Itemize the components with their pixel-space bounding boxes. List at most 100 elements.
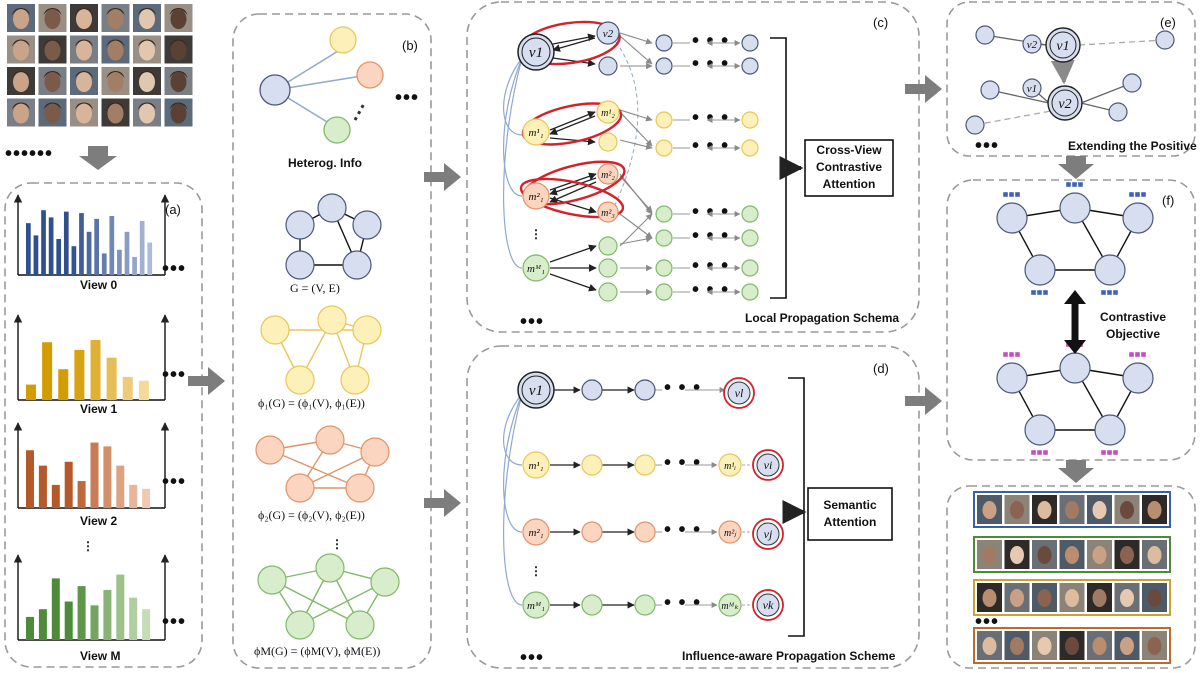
face-shape — [44, 103, 61, 124]
face-shape — [1037, 637, 1052, 655]
chain-node — [634, 379, 656, 401]
face-shape — [76, 40, 92, 61]
phi2-node — [360, 437, 390, 467]
histogram-bar — [147, 242, 153, 275]
chain-node — [655, 57, 673, 75]
histogram-bar — [26, 616, 34, 640]
embedding-tag — [1128, 351, 1135, 358]
vl-label: vl — [735, 386, 744, 400]
m11-node — [522, 451, 550, 479]
arrow-faces-to-a — [79, 146, 117, 170]
face-shape — [1120, 637, 1134, 655]
histogram-bar — [77, 586, 86, 640]
edge — [552, 33, 596, 45]
embedding-tag — [1008, 191, 1015, 198]
m2j-label: m²ⱼ — [724, 528, 737, 539]
edge — [549, 244, 597, 263]
face-shape — [982, 637, 997, 655]
hair-shape — [106, 102, 125, 110]
panel-a-label: (a) — [165, 202, 181, 217]
embedding-tag — [1030, 289, 1037, 296]
chain-ellipsis: • • • — [692, 30, 729, 52]
histogram-bar — [71, 246, 77, 275]
neighbor-node — [980, 80, 1000, 100]
phi2-edge — [269, 449, 361, 489]
histogram-bar — [63, 211, 69, 275]
phi1-label: ϕ₁(G) = (ϕ₁(V), ϕ₁(E)) — [258, 396, 365, 410]
face-shape — [1010, 637, 1024, 655]
hair-shape — [12, 102, 30, 110]
edge — [619, 213, 653, 247]
histogram-bar — [132, 257, 137, 275]
m23-node — [597, 201, 619, 223]
chain-ellipsis: • • • — [692, 255, 729, 277]
edge — [619, 213, 653, 239]
embedding-tag — [1100, 449, 1107, 456]
face-shape — [76, 103, 92, 124]
view-graphs — [255, 193, 400, 640]
hair-shape — [169, 39, 188, 47]
chain-ellipsis: • • • — [692, 53, 729, 75]
g-label: G = (V, E) — [290, 281, 340, 295]
phim-label: ϕM(G) = (ϕM(V), ϕM(E)) — [254, 644, 380, 658]
graph-node — [1094, 414, 1126, 446]
face-thumbnail-grid — [7, 4, 193, 127]
phim-edge — [299, 581, 386, 626]
embedding-tag — [1002, 351, 1009, 358]
faces-ellipsis: •••••• — [5, 143, 53, 165]
meta-edge — [502, 393, 523, 533]
chain-end-node — [741, 111, 759, 129]
histogram-bar — [124, 231, 130, 275]
chain-end-node — [741, 205, 759, 223]
meta-edge — [503, 393, 523, 606]
edge — [549, 137, 596, 146]
face-shape — [1120, 501, 1134, 519]
arrow-b-to-d — [424, 489, 461, 517]
panel-b-label: (b) — [402, 38, 418, 53]
histogram-bar — [64, 461, 73, 508]
heterog-info-label: Heterog. Info — [288, 156, 362, 170]
view-2-ellipsis: ••• — [162, 471, 186, 493]
v1-label: v1 — [529, 383, 543, 399]
contrastive-line2: Objective — [1106, 327, 1160, 341]
hair-shape — [138, 71, 156, 78]
v1-node — [517, 371, 555, 409]
face-shape — [1010, 501, 1024, 519]
face-shape — [982, 546, 997, 564]
m21-node — [522, 518, 550, 546]
panel-c-border — [466, 1, 920, 333]
phim-node — [345, 610, 375, 640]
histogram-bar — [142, 488, 151, 508]
dashed-edge — [1078, 39, 1166, 46]
phi2-node — [345, 473, 375, 503]
hair-shape — [43, 102, 62, 110]
cross-view-line1: Cross-View — [816, 143, 882, 157]
arrow-a-to-b — [188, 367, 225, 395]
chain-ellipsis: • • • — [692, 279, 729, 301]
m21-node — [596, 100, 620, 124]
face-shape — [44, 72, 61, 92]
contrastive-arrowhead-up — [1064, 290, 1086, 304]
embedding-tag — [1042, 289, 1049, 296]
face-shape — [1092, 637, 1107, 655]
hair-shape — [106, 8, 125, 15]
face-shape — [982, 501, 997, 519]
face-shape — [1120, 546, 1134, 564]
edge — [619, 32, 653, 45]
face-shape — [982, 589, 997, 607]
semantic-attention-box: Semantic Attention — [807, 487, 893, 541]
panel-e-ellipsis: ••• — [975, 135, 999, 157]
phim-node — [257, 565, 287, 595]
neighbor-node — [1155, 30, 1175, 50]
neighbor-node — [598, 282, 618, 302]
strips-ellipsis: ••• — [975, 611, 999, 633]
neighbor-node — [1108, 102, 1128, 122]
phi1-node — [260, 315, 290, 345]
histogram-bar — [64, 601, 73, 640]
influence-propagation-caption: Influence-aware Propagation Scheme — [682, 649, 896, 663]
face-shape — [1092, 501, 1107, 519]
hair-shape — [169, 8, 188, 15]
neighbor-node — [975, 25, 995, 45]
arrow-e-to-f — [1058, 156, 1094, 179]
mmk-label: mᴹₖ — [721, 601, 739, 612]
